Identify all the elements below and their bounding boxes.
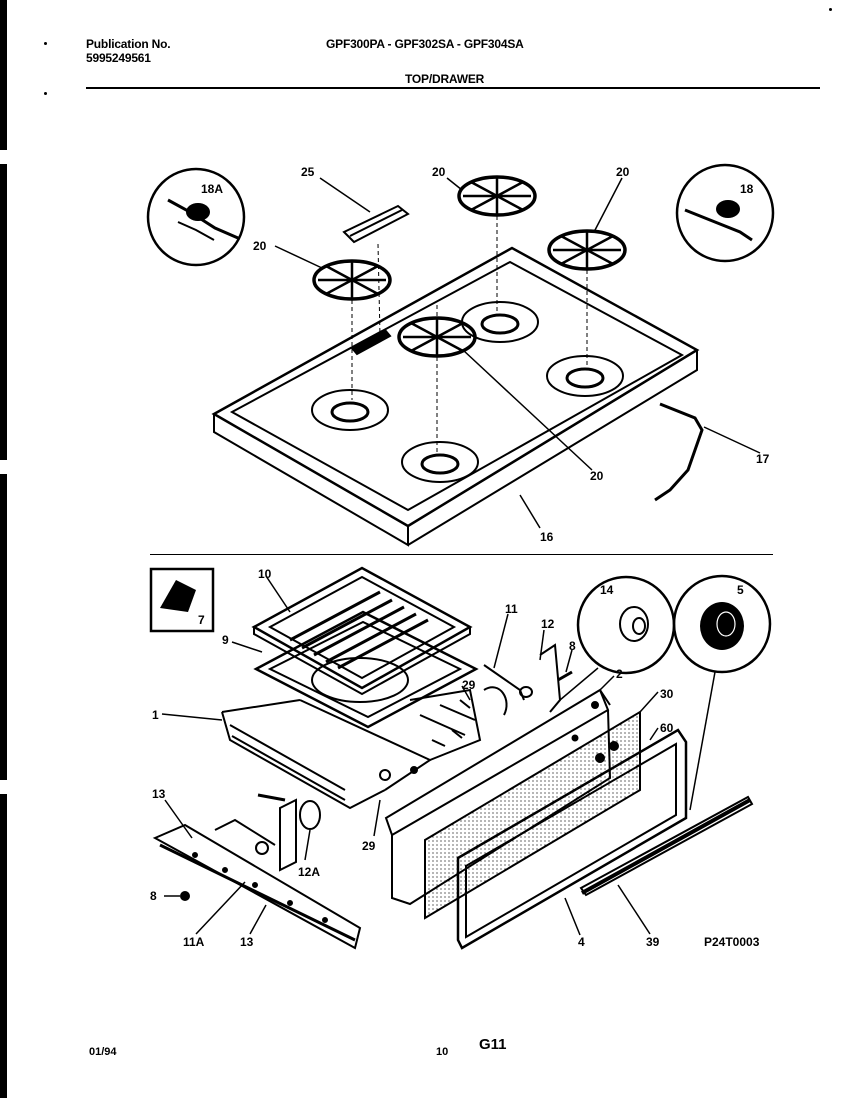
detail-box-7 [149, 567, 215, 633]
callout-10: 10 [258, 567, 272, 581]
callout-20: 20 [253, 239, 267, 253]
callout-12: 12 [541, 617, 555, 631]
section-title: TOP/DRAWER [405, 72, 485, 86]
callout-25: 25 [301, 165, 315, 179]
part-11-12-8-hardware [431, 643, 573, 747]
callout-20: 20 [432, 165, 446, 179]
callout-13: 13 [152, 787, 166, 801]
callout-5: 5 [737, 583, 744, 597]
footer-page-number: 10 [436, 1046, 449, 1058]
footer-date: 01/94 [89, 1046, 117, 1058]
scan-speck [44, 42, 47, 45]
model-numbers: GPF300PA - GPF302SA - GPF304SA [326, 37, 524, 51]
part-10-broiler-grid [251, 566, 473, 696]
callout-29: 29 [362, 839, 376, 853]
burner-grate [312, 259, 392, 301]
burner-grate [457, 175, 537, 217]
callout-9: 9 [222, 633, 229, 647]
part-12a-bracket [255, 793, 321, 872]
assembly-guide-lines [351, 216, 588, 455]
callout-18: 18 [740, 182, 754, 196]
scan-speck [44, 92, 47, 95]
callout-11a: 11A [183, 935, 205, 949]
left-binding-edge [0, 0, 7, 1098]
screw-8 [180, 891, 190, 901]
callout-2: 2 [616, 667, 623, 681]
detail-circle-18a [146, 167, 246, 267]
callout-17: 17 [756, 452, 770, 466]
scan-speck [829, 8, 832, 11]
part-17-bracket [654, 402, 704, 502]
callout-leaders [274, 177, 761, 529]
callout-60: 60 [660, 721, 674, 735]
part-9-broiler-pan [253, 610, 479, 729]
callout-labels: 18A 25 20 20 18 20 17 20 16 10 7 9 1 11 … [150, 165, 770, 949]
callout-18a: 18A [201, 182, 223, 196]
header-rule [86, 87, 820, 89]
callout-20: 20 [616, 165, 630, 179]
part-39-handle [579, 795, 754, 897]
publication-label: Publication No. [86, 37, 171, 51]
callout-16: 16 [540, 530, 554, 544]
callout-11: 11 [505, 602, 518, 616]
callout-12a: 12A [298, 865, 320, 879]
detail-circle-5-knob [672, 574, 772, 674]
footer-sheet-code: G11 [479, 1036, 507, 1053]
detail-circle-14-knob [576, 575, 676, 675]
part-1-drawer-body [221, 688, 482, 810]
callout-4: 4 [578, 935, 585, 949]
callout-8: 8 [150, 889, 157, 903]
publication-number: 5995249561 [86, 51, 151, 65]
part-13-drawer-rail [152, 818, 362, 950]
callout-13: 13 [240, 935, 254, 949]
detail-circle-18 [675, 163, 775, 263]
section-divider [150, 554, 773, 555]
callout-30: 30 [660, 687, 674, 701]
cooktop-top [211, 246, 700, 547]
callout-29: 29 [462, 678, 476, 692]
callout-39: 39 [646, 935, 660, 949]
drawing-code: P24T0003 [704, 935, 760, 949]
callout-20: 20 [590, 469, 604, 483]
burner-grate [547, 229, 627, 271]
part-25-control [342, 204, 410, 244]
callout-14: 14 [600, 583, 614, 597]
callout-7: 7 [198, 613, 205, 627]
callout-1: 1 [152, 708, 159, 722]
callout-8: 8 [569, 639, 576, 653]
callout-leaders [161, 575, 716, 936]
part-4-drawer-front [456, 728, 688, 950]
